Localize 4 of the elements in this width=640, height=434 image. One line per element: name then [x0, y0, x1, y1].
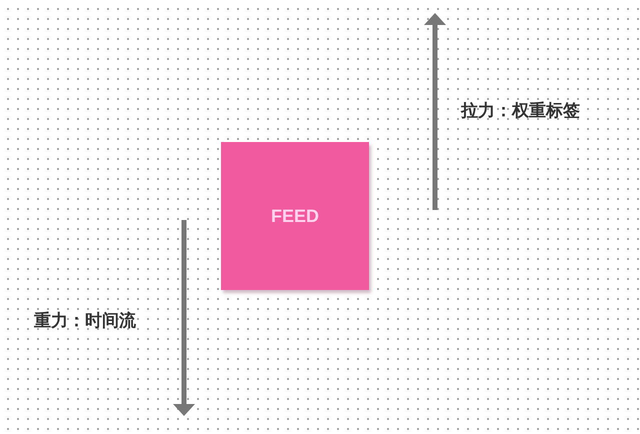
feed-box	[221, 142, 369, 290]
node-title: FEED	[270, 206, 319, 226]
force-label: 重力：时间流	[34, 311, 136, 331]
force-label: 拉力：权重标签	[461, 101, 580, 121]
